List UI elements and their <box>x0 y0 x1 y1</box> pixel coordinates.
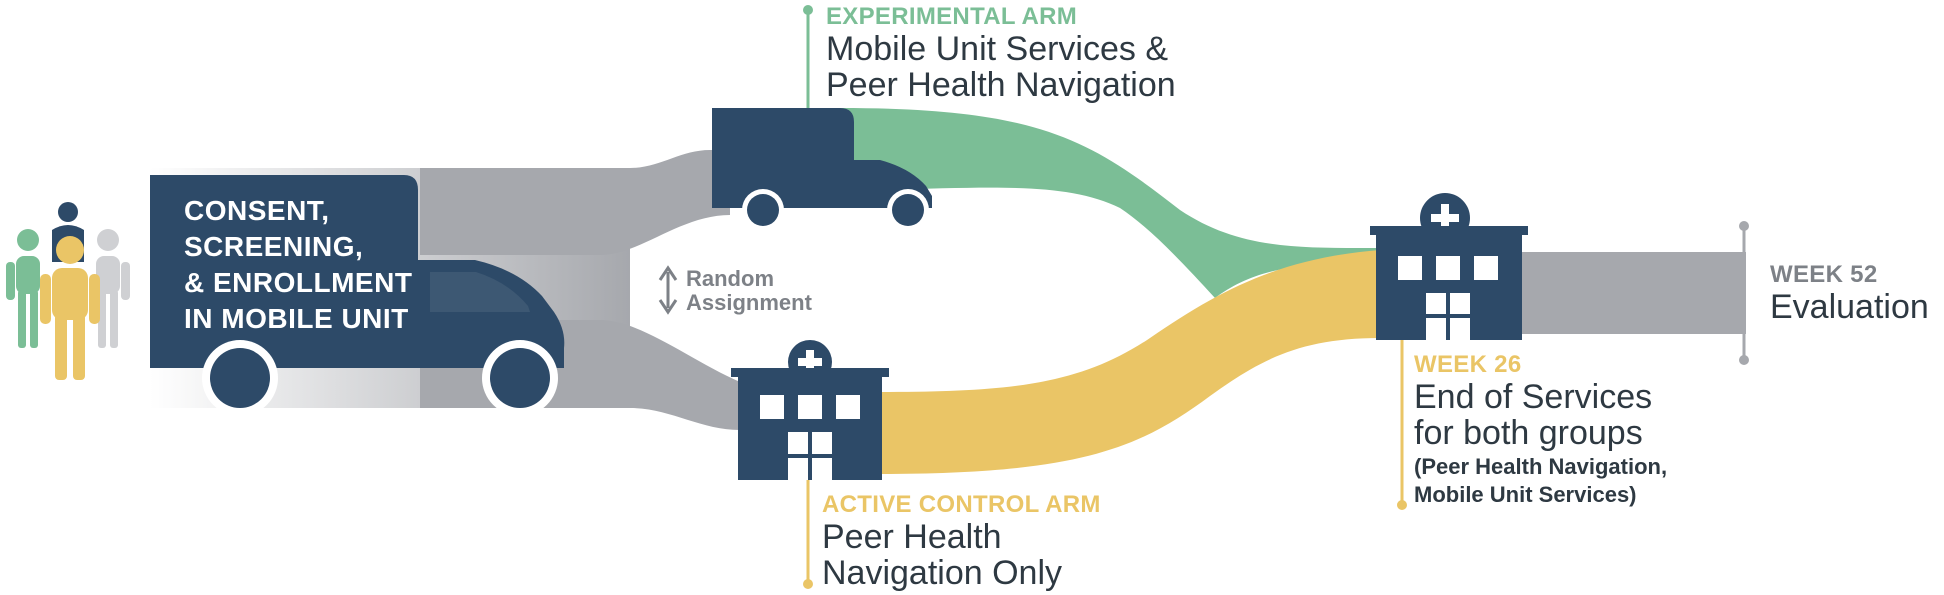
experimental-van-icon <box>712 108 932 231</box>
week26-line-2: for both groups <box>1414 414 1643 452</box>
control-arm-label: ACTIVE CONTROL ARM Peer Health Navigatio… <box>822 491 1101 592</box>
control-arm-line-2: Navigation Only <box>822 554 1062 592</box>
enrollment-line-2: SCREENING, <box>184 231 363 262</box>
enrollment-label: CONSENT, SCREENING, & ENROLLMENT IN MOBI… <box>184 195 412 334</box>
week26-line-4: Mobile Unit Services) <box>1414 482 1637 507</box>
control-callout-line <box>803 480 813 589</box>
experimental-arm-label: EXPERIMENTAL ARM Mobile Unit Services & … <box>826 3 1176 104</box>
week26-heading: WEEK 26 <box>1414 351 1521 378</box>
experimental-arm-line-2: Peer Health Navigation <box>826 66 1176 104</box>
mobile-unit-van-icon <box>150 175 565 416</box>
week26-callout-line <box>1397 340 1407 510</box>
control-clinic-icon <box>731 340 889 480</box>
people-group-icon <box>6 202 130 380</box>
week52-line-1: Evaluation <box>1770 288 1929 326</box>
week26-clinic-icon <box>1370 193 1528 340</box>
experimental-arm-line-1: Mobile Unit Services & <box>826 30 1168 68</box>
week26-label: WEEK 26 End of Services for both groups … <box>1414 351 1667 507</box>
random-assignment: Random Assignment <box>658 265 813 315</box>
enrollment-line-4: IN MOBILE UNIT <box>184 303 409 334</box>
split-to-experimental-band <box>420 150 730 255</box>
random-assignment-line-2: Assignment <box>686 290 813 315</box>
evaluation-band <box>1510 252 1746 334</box>
enrollment-line-3: & ENROLLMENT <box>184 267 412 298</box>
control-arm-heading: ACTIVE CONTROL ARM <box>822 491 1101 518</box>
week52-marker-line <box>1739 221 1749 365</box>
enrollment-line-1: CONSENT, <box>184 195 330 226</box>
week52-heading: WEEK 52 <box>1770 261 1877 288</box>
experimental-callout-line <box>803 5 813 108</box>
experimental-arm-band <box>840 108 1380 298</box>
random-assignment-line-1: Random <box>686 266 774 291</box>
experimental-arm-heading: EXPERIMENTAL ARM <box>826 3 1077 30</box>
week26-line-3: (Peer Health Navigation, <box>1414 454 1667 479</box>
double-arrow-icon <box>658 265 678 315</box>
control-arm-band <box>880 250 1380 474</box>
week52-label: WEEK 52 Evaluation <box>1770 261 1929 326</box>
control-arm-line-1: Peer Health <box>822 518 1002 556</box>
week26-line-1: End of Services <box>1414 378 1652 416</box>
